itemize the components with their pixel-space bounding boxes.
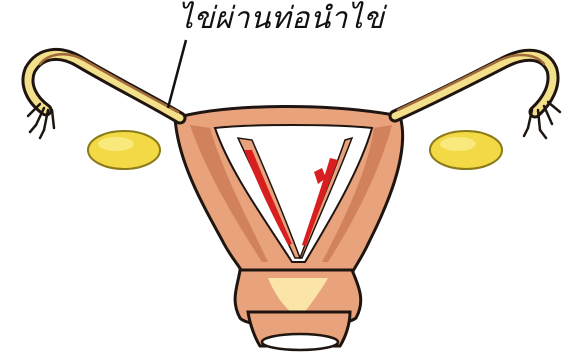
vaginal-opening [262, 334, 338, 350]
ovary-left-highlight [98, 137, 134, 151]
fallopian-tube-right-inner [395, 55, 553, 116]
egg-passing-tube-label: ไข่ผ่านท่อนำไข่ [178, 4, 384, 34]
ovary-right-highlight [440, 137, 476, 151]
label-pointer-line [168, 40, 186, 108]
